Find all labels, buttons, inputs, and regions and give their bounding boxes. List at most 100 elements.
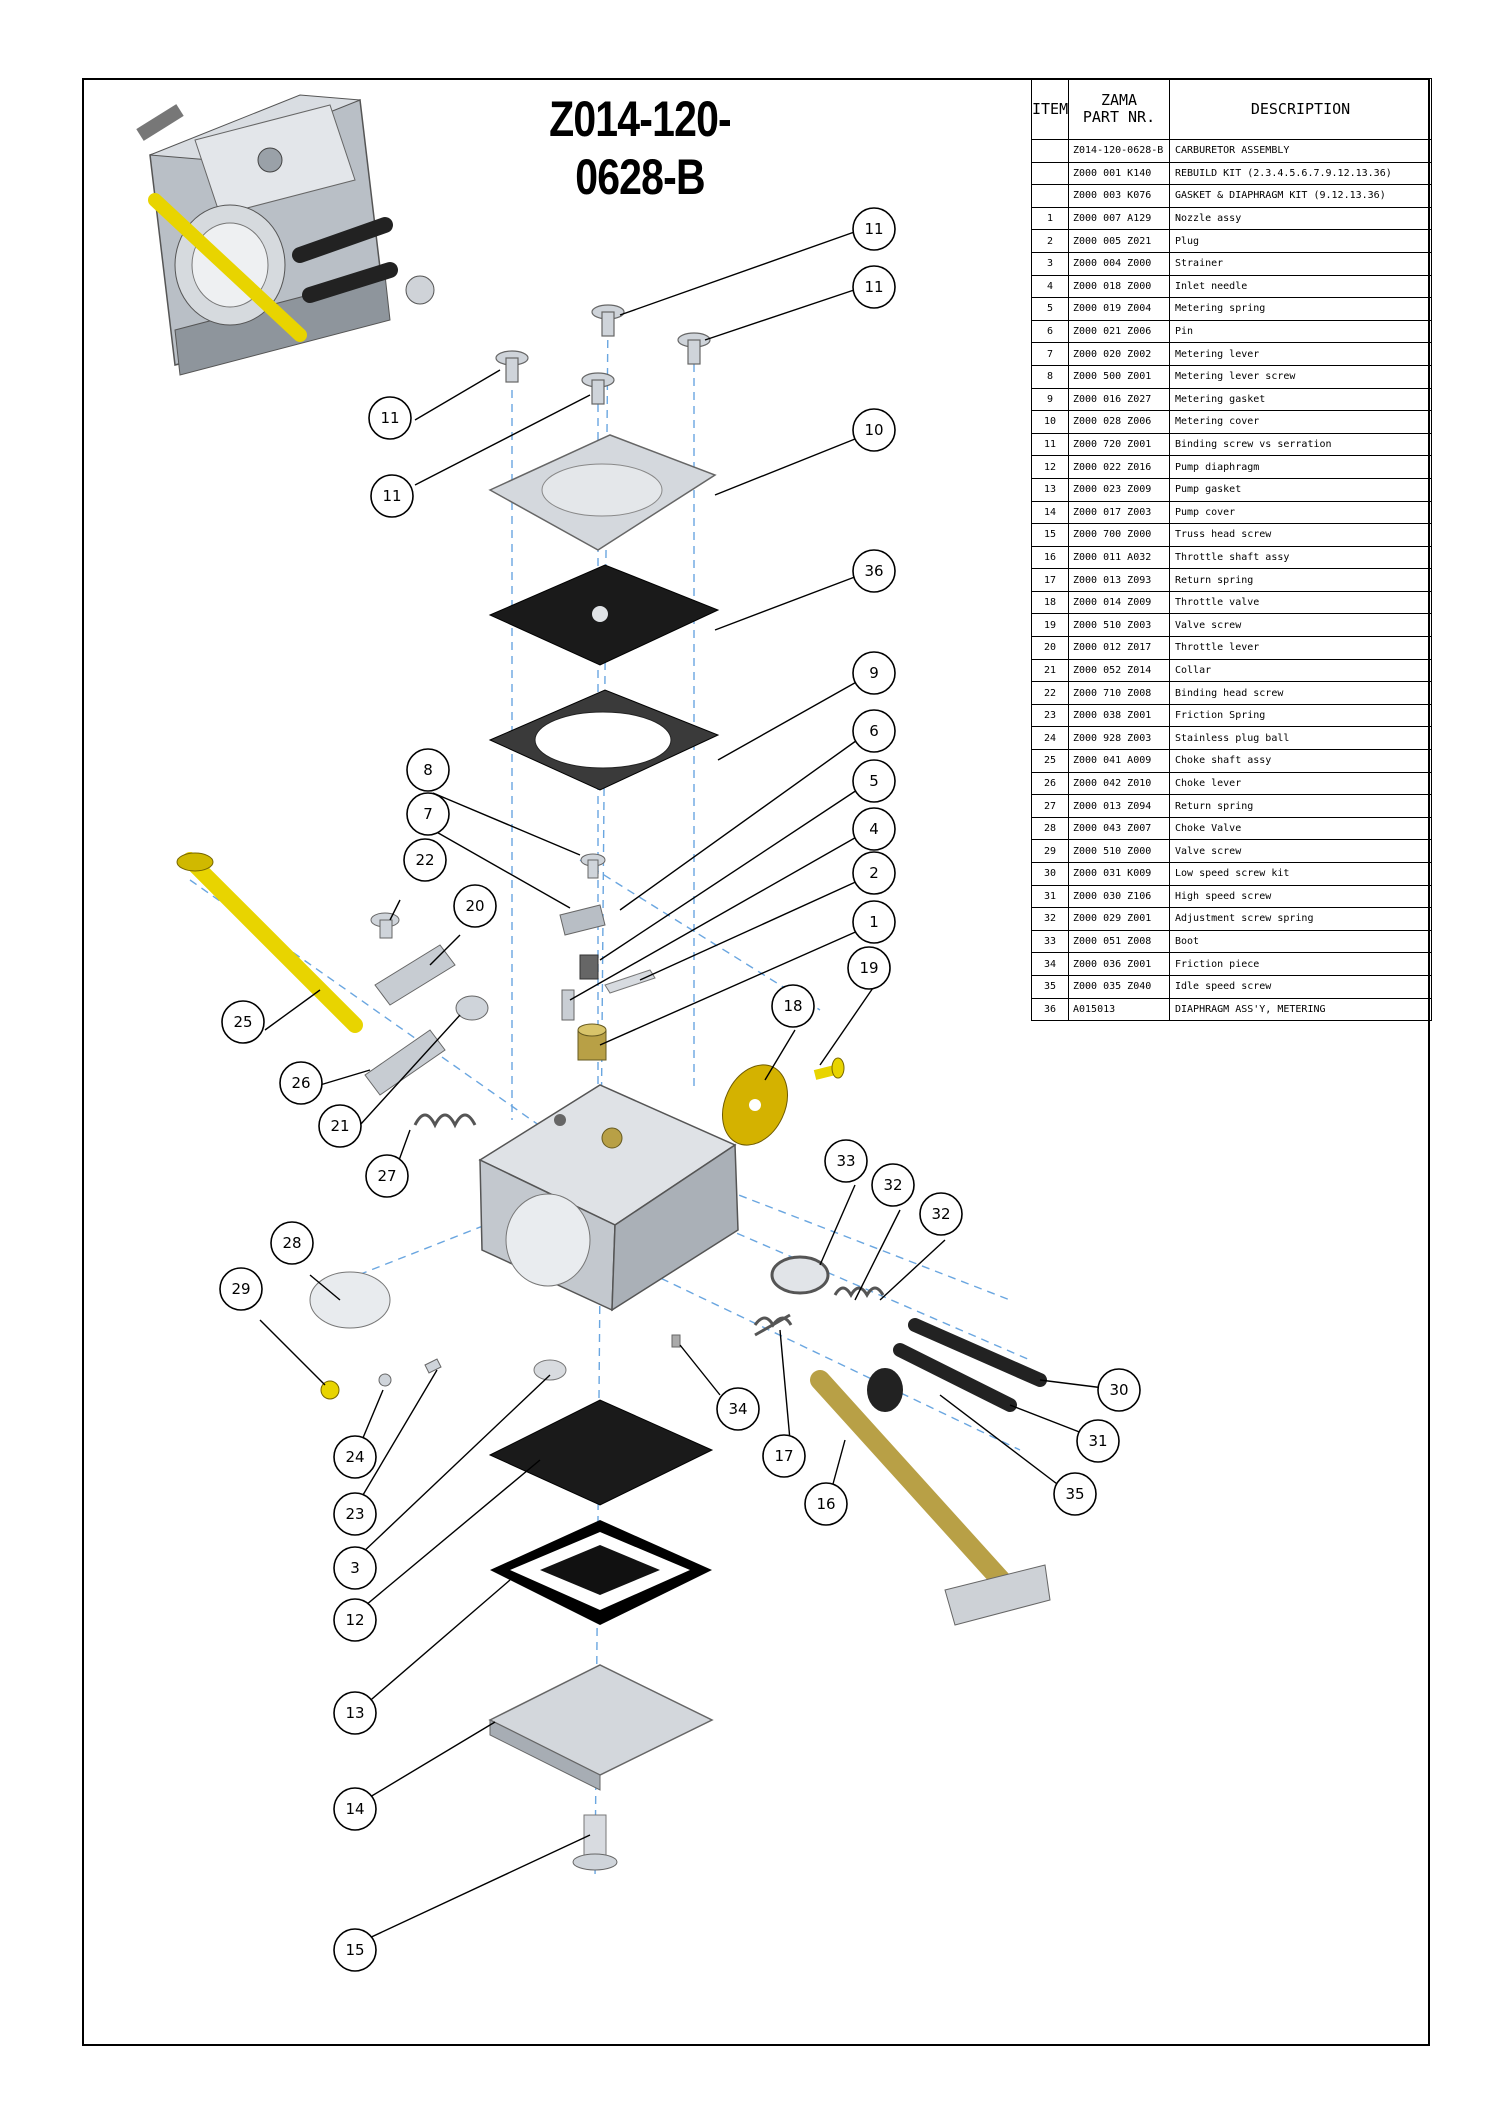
cell-part: Z000 928 Z003 [1068,726,1170,751]
callout-1: 11 [852,207,896,251]
drawing-frame [82,78,1430,2046]
carburetor-assembly-thumbnail [136,94,435,376]
svg-text:25: 25 [233,1013,252,1031]
cell-description: Inlet needle [1169,274,1432,299]
cell-description: Pump gasket [1169,477,1432,502]
cell-item: 34 [1031,952,1069,976]
callout-10: 5 [852,759,896,803]
cell-item: 20 [1031,636,1069,660]
cell-description: Binding screw vs serration [1169,432,1432,457]
callout-24: 32 [871,1163,915,1207]
cell-item: 4 [1031,274,1069,299]
svg-text:1: 1 [869,913,879,931]
cell-part: Z000 700 Z000 [1068,523,1170,547]
callout-2: 11 [852,265,896,309]
svg-text:26: 26 [291,1074,310,1092]
cell-item: 11 [1031,432,1069,457]
callout-19: 18 [771,984,815,1028]
cell-description: Metering lever screw [1169,364,1432,389]
cell-description: GASKET & DIAPHRAGM KIT (9.12.13.36) [1169,184,1432,208]
svg-text:14: 14 [345,1800,364,1818]
cell-item: 21 [1031,658,1069,683]
callout-8: 6 [852,709,896,753]
cell-part: Z000 510 Z000 [1068,839,1170,863]
cell-item: 12 [1031,455,1069,479]
cell-part: Z000 012 Z017 [1068,636,1170,660]
callout-25: 32 [919,1192,963,1236]
cell-item: 3 [1031,251,1069,276]
callout-20: 26 [279,1061,323,1105]
cell-item: 26 [1031,771,1069,796]
callout-31: 24 [333,1435,377,1479]
svg-text:17: 17 [774,1447,793,1465]
callout-38: 13 [333,1691,377,1735]
cell-description: Choke lever [1169,771,1432,796]
cell-description: Strainer [1169,251,1432,276]
cell-description: Pump diaphragm [1169,455,1432,479]
cell-part: Z000 019 Z004 [1068,297,1170,321]
svg-text:16: 16 [816,1495,835,1513]
callout-23: 33 [824,1139,868,1183]
cell-description: Pump cover [1169,500,1432,525]
cell-item: 36 [1031,997,1069,1022]
svg-text:20: 20 [465,897,484,915]
cell-description: Friction piece [1169,952,1432,976]
cell-part: Z000 022 Z016 [1068,455,1170,479]
cell-part: Z000 016 Z027 [1068,387,1170,412]
cell-description: Return spring [1169,568,1432,592]
svg-text:27: 27 [377,1167,396,1185]
header-description: DESCRIPTION [1169,78,1432,140]
svg-text:28: 28 [282,1234,301,1252]
header-item: ITEM [1031,78,1069,140]
cell-description: Return spring [1169,794,1432,818]
cell-description: Choke shaft assy [1169,749,1432,773]
svg-text:7: 7 [423,805,433,823]
cell-item: 32 [1031,907,1069,931]
callout-3: 11 [368,396,412,440]
callout-7: 9 [852,651,896,695]
cell-description: Stainless plug ball [1169,726,1432,751]
callout-12: 4 [852,807,896,851]
pump-parts [488,1399,714,1871]
callout-17: 19 [847,946,891,990]
svg-text:32: 32 [931,1205,950,1223]
cell-description: Nozzle assy [1169,206,1432,231]
cell-description: Throttle valve [1169,590,1432,615]
callout-32: 17 [762,1434,806,1478]
cell-part: Z000 038 Z001 [1068,703,1170,728]
svg-text:11: 11 [864,278,883,296]
cell-part: Z000 023 Z009 [1068,477,1170,502]
callout-21: 21 [318,1104,362,1148]
cell-item: 30 [1031,862,1069,886]
callout-36: 3 [333,1546,377,1590]
cell-part: Z000 018 Z000 [1068,274,1170,299]
cell-description: Pin [1169,319,1432,344]
cell-item: 16 [1031,545,1069,570]
cell-item: 27 [1031,794,1069,818]
cell-part: A015013 [1068,997,1170,1022]
cell-item: 10 [1031,410,1069,434]
callout-34: 16 [804,1482,848,1526]
cell-item: 14 [1031,500,1069,525]
cell-item: 13 [1031,477,1069,502]
cell-part: Z000 720 Z001 [1068,432,1170,457]
